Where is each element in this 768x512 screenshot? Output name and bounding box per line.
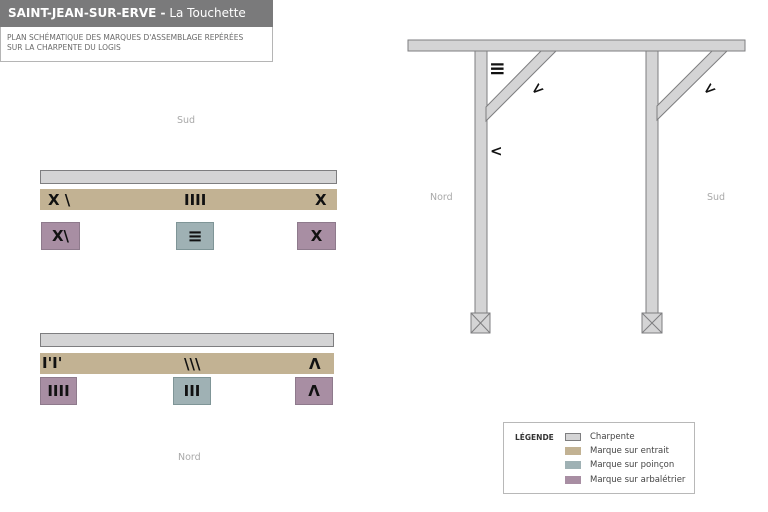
- elevation-right-brace: [656, 50, 729, 122]
- bottom-entrait-mark-left: I'I': [42, 354, 63, 372]
- legend: LÉGENDE Charpente Marque sur entrait Mar…: [503, 422, 695, 494]
- top-frame-beam: [40, 170, 337, 184]
- title-site: SAINT-JEAN-SUR-ERVE -: [8, 6, 166, 20]
- top-poincon-mark: ≡: [176, 222, 214, 250]
- elevation-top-beam: [407, 39, 746, 52]
- legend-item-arbaletrier: Marque sur arbalétrier: [565, 473, 685, 486]
- top-entrait-mark-left: X \: [48, 191, 71, 209]
- legend-swatch-teal: [565, 460, 581, 469]
- top-entrait-mark-center: IIII: [184, 191, 207, 209]
- legend-title: LÉGENDE: [515, 433, 554, 442]
- legend-label: Marque sur entrait: [590, 445, 669, 456]
- legend-label: Marque sur arbalétrier: [590, 474, 686, 485]
- legend-item-poincon: Marque sur poinçon: [565, 458, 674, 471]
- plan-label-north: Nord: [178, 452, 201, 463]
- legend-label: Marque sur poinçon: [590, 459, 675, 470]
- legend-item-entrait: Marque sur entrait: [565, 444, 669, 457]
- top-entrait-mark-right: X: [315, 191, 327, 209]
- subtitle-line-1: PLAN SCHÉMATIQUE DES MARQUES D'ASSEMBLAG…: [7, 33, 244, 42]
- legend-item-charpente: Charpente: [565, 430, 635, 443]
- bottom-entrait-beam: [40, 353, 334, 374]
- elevation-right-post: [645, 50, 659, 314]
- bottom-poincon-mark: III: [173, 377, 211, 405]
- legend-label: Charpente: [590, 431, 635, 442]
- elevation-mark-post-left: <: [490, 142, 503, 160]
- elevation-left-brace: [485, 50, 558, 123]
- legend-swatch-grey: [565, 432, 581, 441]
- top-arbaletrier-mark-left: X\: [41, 222, 80, 250]
- bottom-entrait-mark-right: Λ: [309, 355, 321, 373]
- title-place: La Touchette: [169, 6, 246, 20]
- bottom-entrait-mark-center: \\\: [184, 355, 201, 373]
- legend-swatch-tan: [565, 446, 581, 455]
- elevation-label-south: Sud: [707, 192, 726, 203]
- plan-label-south: Sud: [177, 115, 196, 126]
- elevation-left-post: [474, 50, 488, 314]
- bottom-frame-beam: [40, 333, 334, 347]
- top-entrait-beam: [40, 189, 337, 210]
- legend-swatch-purple: [565, 475, 581, 484]
- subtitle-line-2: SUR LA CHARPENTE DU LOGIS: [7, 42, 121, 52]
- title-bar: SAINT-JEAN-SUR-ERVE - La Touchette: [0, 0, 273, 27]
- subtitle-box: PLAN SCHÉMATIQUE DES MARQUES D'ASSEMBLAG…: [0, 27, 273, 62]
- bottom-arbaletrier-mark-right: Λ: [295, 377, 333, 405]
- elevation-label-north: Nord: [430, 192, 453, 203]
- elevation-mark-top: ≡: [489, 56, 506, 80]
- top-arbaletrier-mark-right: X: [297, 222, 336, 250]
- bottom-arbaletrier-mark-left: IIII: [40, 377, 77, 405]
